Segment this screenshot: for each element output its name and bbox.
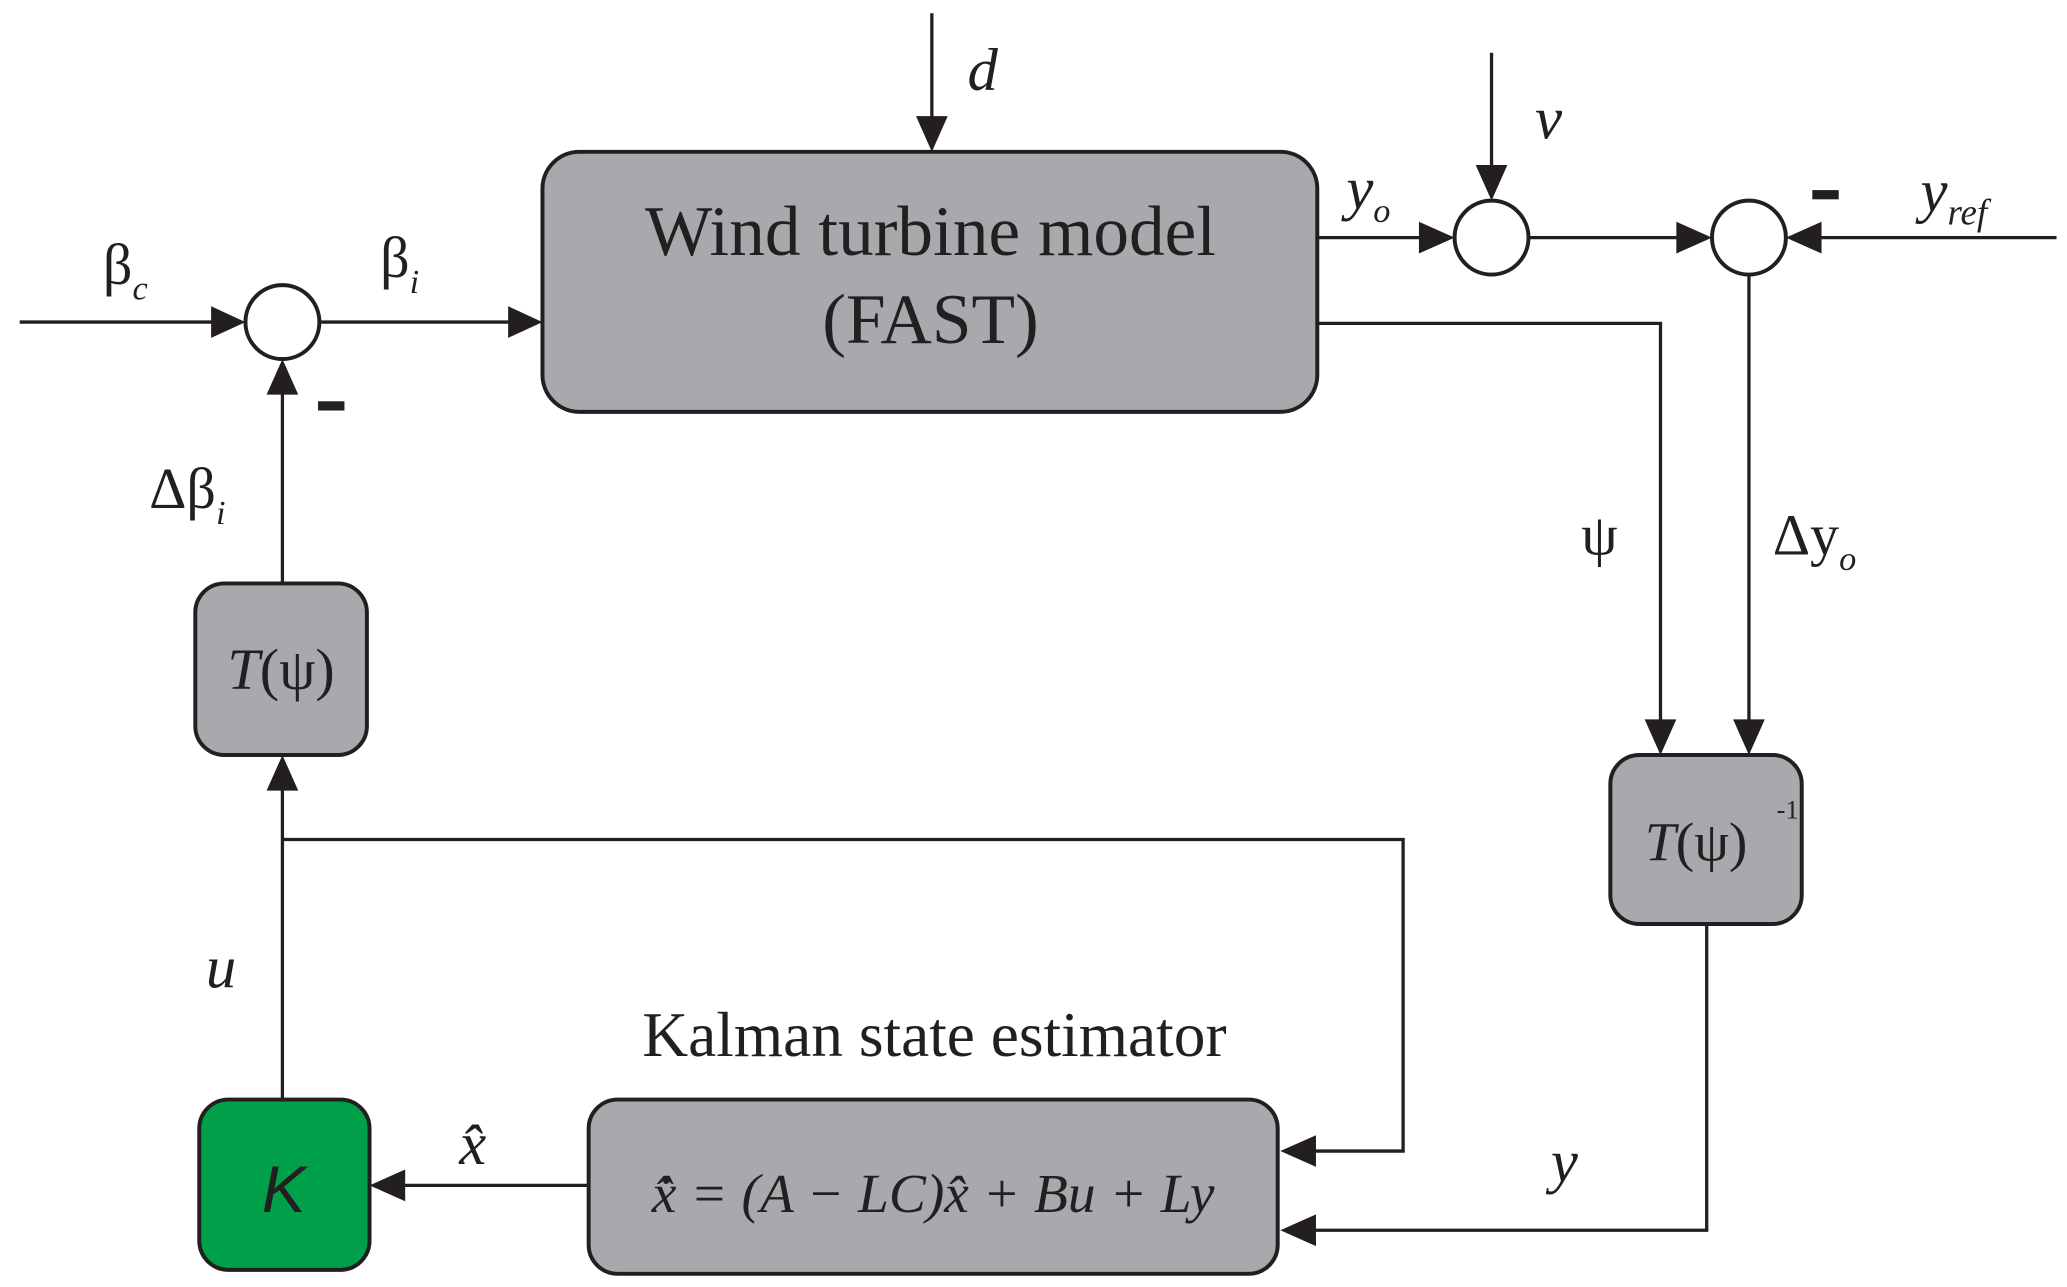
label-u: u [206, 934, 236, 1001]
kalman-title: Kalman state estimator [642, 1000, 1226, 1070]
label-psi: ψ [1581, 502, 1617, 567]
label-y: y [1545, 1128, 1578, 1195]
t-psi-block: T(ψ) [193, 581, 369, 758]
arrowhead-sum3-left [1676, 221, 1712, 254]
arrowhead-sum3-right [1785, 221, 1822, 254]
minus-sign-sum1 [318, 401, 345, 411]
label-v: v [1535, 86, 1562, 153]
label-y-ref: yref [1915, 158, 1992, 232]
label-beta-c: βc [103, 232, 148, 308]
connections [19, 13, 2057, 1247]
arrowhead-tpsi [266, 755, 299, 791]
inverse-exponent: -1 [1777, 794, 1799, 824]
t-symbol: T [1645, 812, 1680, 873]
arrowhead-sum2 [1418, 221, 1455, 254]
summing-junction-1 [243, 283, 322, 362]
summing-junction-2 [1452, 198, 1531, 277]
gain-k-block: K [197, 1097, 372, 1272]
plant-title: Wind turbine model [645, 192, 1216, 271]
psi-line [1317, 321, 1663, 740]
psi-arg: (ψ) [260, 637, 335, 702]
label-d: d [968, 37, 999, 104]
k-box [197, 1097, 372, 1272]
arrowhead-sum1 [211, 306, 246, 338]
label-y-o: yo [1340, 156, 1390, 230]
svg-text:T(ψ): T(ψ) [227, 637, 334, 702]
kalman-equation: x̂̇ = (A − LC)x̂ + Bu + Ly [651, 1163, 1215, 1224]
svg-text:T(ψ): T(ψ) [1645, 812, 1747, 873]
arrowhead-d [916, 116, 948, 152]
arrowhead-kalman-u [1280, 1135, 1316, 1167]
t-psi-inverse-block: T(ψ) -1 [1608, 753, 1804, 926]
arrowhead-tinv-right [1733, 719, 1765, 756]
plant-subtitle: (FAST) [822, 280, 1038, 359]
arrowhead-sum1-bottom [266, 359, 299, 395]
summing-junction-3 [1710, 198, 1788, 277]
wind-turbine-model-block: Wind turbine model (FAST) [540, 149, 1320, 414]
k-label: K [262, 1152, 309, 1226]
y-line [1297, 924, 1709, 1232]
label-delta-beta-i: Δβi [149, 456, 225, 532]
t-symbol: T [227, 637, 263, 702]
arrowhead-v [1475, 165, 1508, 201]
minus-sign-sum3 [1812, 190, 1839, 200]
arrowhead-k [369, 1169, 406, 1202]
label-beta-i: βi [380, 225, 419, 301]
label-delta-y-o: Δyo [1773, 502, 1857, 578]
label-x-hat: x̂ [458, 1111, 486, 1178]
arrowhead-kalman-y [1280, 1214, 1316, 1247]
kalman-estimator-block: x̂̇ = (A − LC)x̂ + Bu + Ly [586, 1097, 1280, 1276]
arrowhead-plant [508, 306, 543, 338]
u-feedback-line [282, 837, 1405, 1153]
psi-arg: (ψ) [1676, 812, 1748, 873]
arrowhead-tinv-left [1644, 719, 1677, 756]
